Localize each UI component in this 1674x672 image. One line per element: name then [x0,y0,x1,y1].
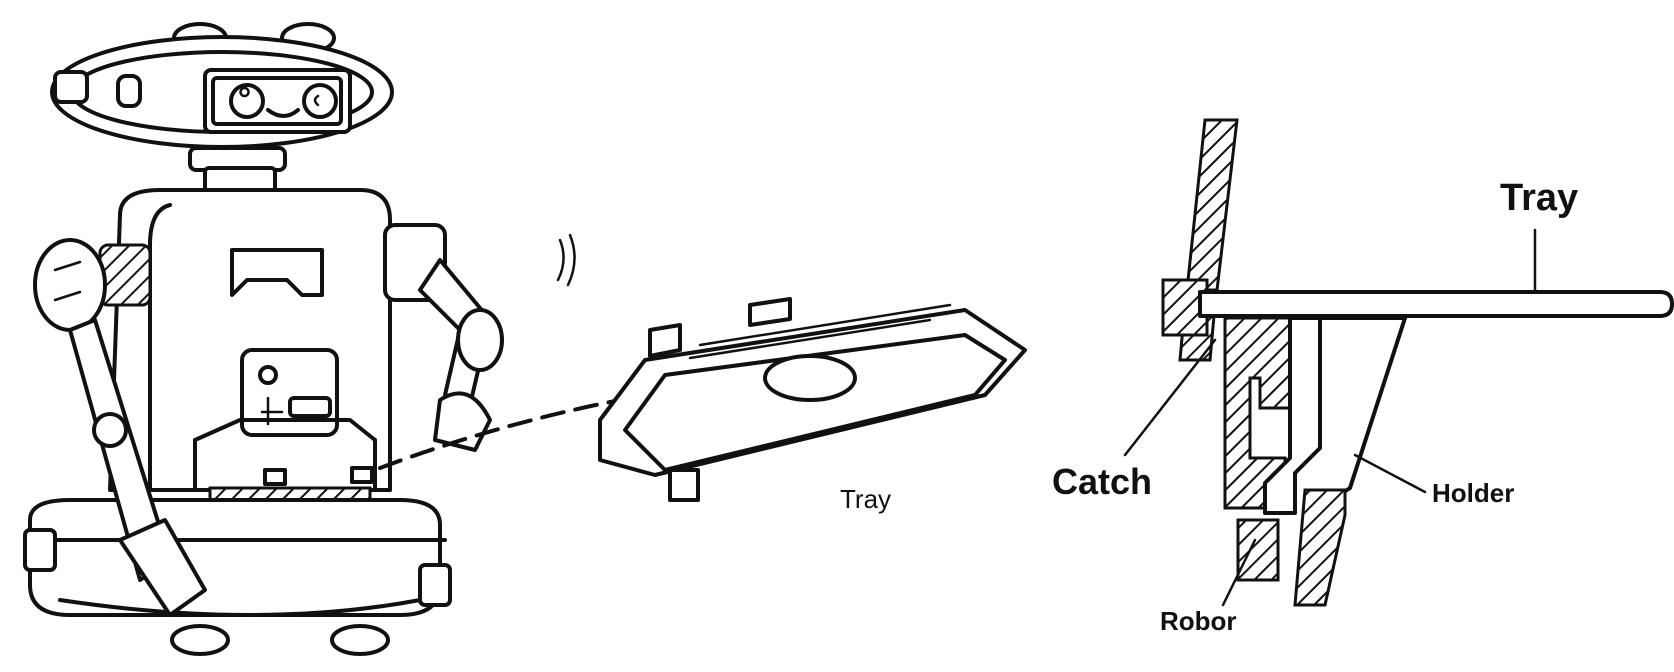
robot-neck [188,146,287,196]
robot-left-arm [33,238,207,617]
catch-label: Catch [1052,461,1152,502]
robot-head [50,22,394,149]
tray-illustration [598,297,1027,502]
robot-base [23,498,452,656]
tray-large-label: Tray [1500,177,1578,219]
holder-label: Holder [1432,478,1514,508]
tray-small-label: Tray [840,484,891,514]
robot-illustration [23,22,632,656]
robot-label: Robor [1160,606,1237,636]
tray-bar [1198,290,1674,318]
robot-right-arm [383,223,576,452]
insertion-dashed-line [378,396,632,470]
tray-cross-section [1123,118,1674,607]
robot-body [108,188,392,535]
holder [1263,316,1322,515]
